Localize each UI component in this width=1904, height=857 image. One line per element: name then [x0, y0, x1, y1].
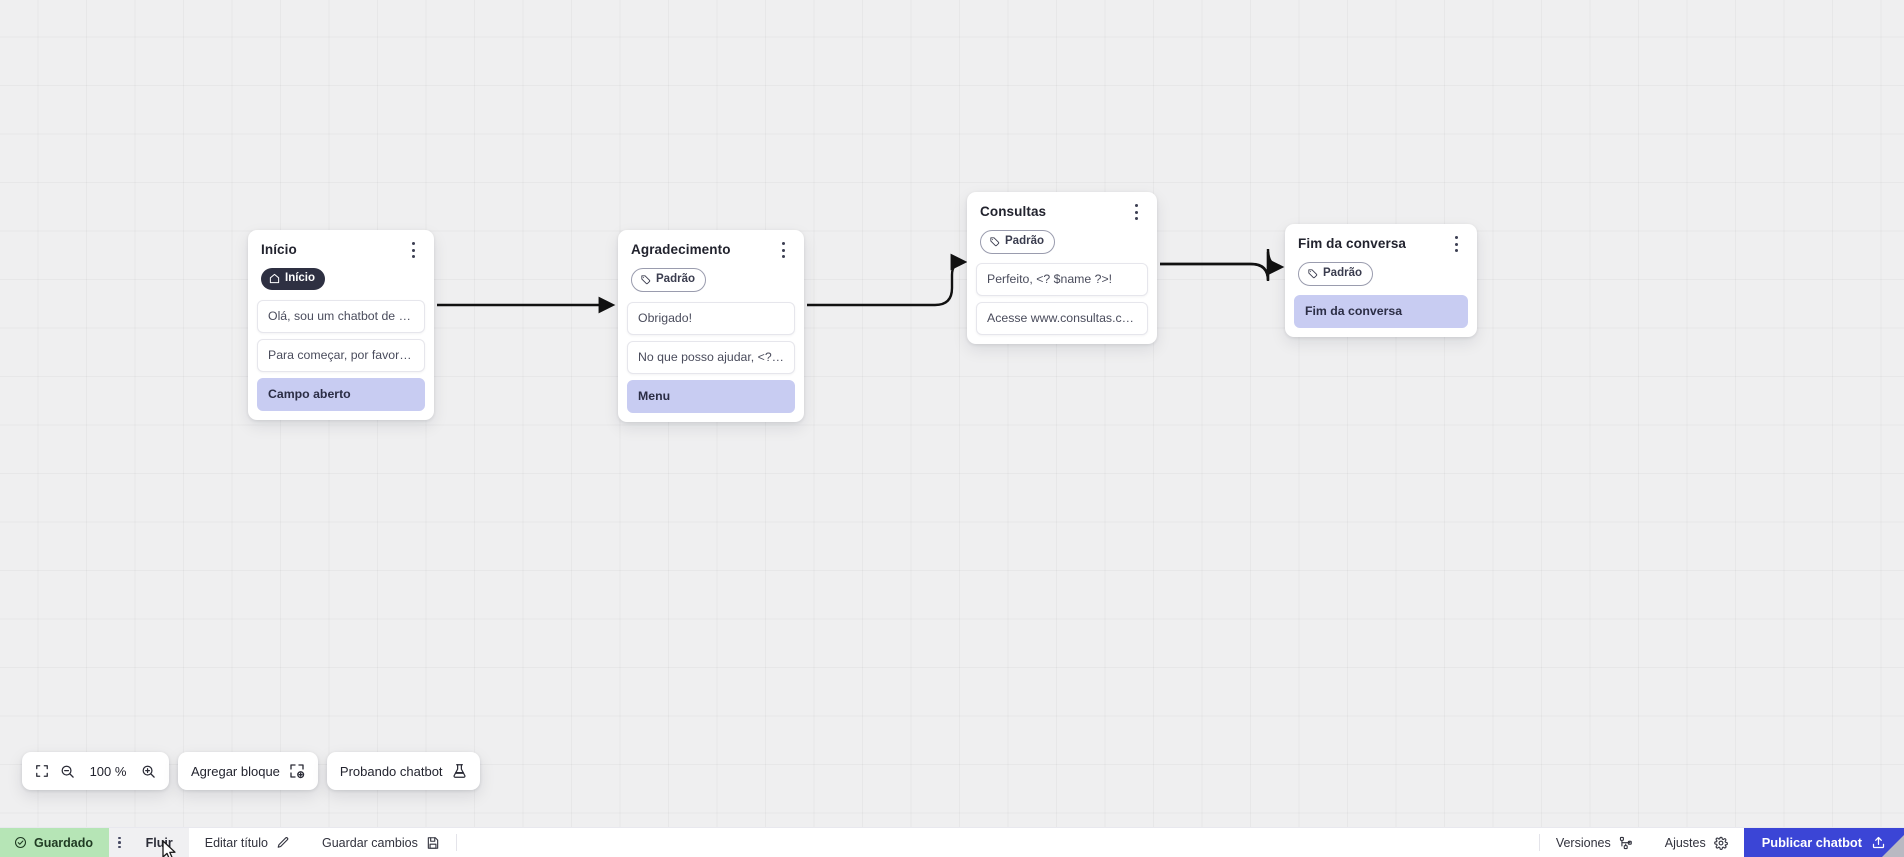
floppy-disk-icon [427, 836, 439, 849]
add-block-icon [290, 764, 305, 779]
node-badge-row: Padrão [627, 259, 795, 292]
node-row-message[interactable]: Obrigado! [627, 301, 795, 335]
edit-title-button[interactable]: Editar título [189, 828, 306, 857]
test-chatbot-group[interactable]: Probando chatbot [326, 752, 480, 790]
node-row-message[interactable]: Acesse www.consultas.com par... [976, 301, 1148, 335]
gear-icon [1713, 836, 1728, 850]
node-rows: Perfeito, <? $name ?>! Acesse www.consul… [976, 262, 1148, 335]
save-changes-button[interactable]: Guardar cambios [306, 828, 456, 857]
node-row-message[interactable]: Para começar, por favor digite o ... [257, 338, 425, 372]
node-row-message[interactable]: Olá, sou um chatbot de teste! [257, 299, 425, 333]
node-badge-label: Padrão [1323, 267, 1362, 279]
save-changes-label: Guardar cambios [321, 835, 418, 850]
check-circle-icon [14, 836, 27, 849]
node-row-message[interactable]: No que posso ajudar, <? $name ... [627, 340, 795, 374]
kebab-menu-icon[interactable] [775, 241, 791, 259]
node-badge-row: Padrão [1294, 253, 1468, 286]
flow-node-agradecimento[interactable]: Agradecimento Padrão Obrigado! No que po… [618, 230, 804, 422]
node-row-action[interactable]: Menu [627, 379, 795, 413]
node-row-action[interactable]: Fim da conversa [1294, 294, 1468, 328]
status-bar: Guardado Fluir Editar título Guardar cam… [0, 827, 1904, 857]
kebab-menu-icon[interactable] [1128, 203, 1144, 221]
status-bar-divider [1538, 834, 1540, 851]
node-badge-row: Início [257, 259, 425, 290]
tab-fluir[interactable]: Fluir [129, 828, 189, 857]
node-badge-row: Padrão [976, 221, 1148, 254]
add-block-group[interactable]: Agregar bloque [178, 752, 318, 790]
flow-node-inicio[interactable]: Início Início Olá, sou um chatbot de tes… [248, 230, 434, 420]
node-title: Início [261, 242, 297, 257]
node-badge-default[interactable]: Padrão [631, 268, 706, 292]
zoom-in-icon[interactable] [141, 764, 156, 779]
canvas-toolbar: 100 % Agregar bloque Probando chatbot [22, 752, 480, 790]
node-header: Início [257, 240, 425, 259]
tag-icon [641, 275, 651, 285]
edge-consultas-fim-base [1160, 248, 1281, 282]
node-header: Consultas [976, 202, 1148, 221]
status-bar-right: Versiones Ajustes Publicar chatbot [1538, 828, 1904, 857]
zoom-level-value: 100 % [89, 763, 127, 779]
upload-icon [1872, 836, 1885, 849]
flow-node-fim-da-conversa[interactable]: Fim da conversa Padrão Fim da conversa [1285, 224, 1477, 337]
kebab-menu-icon[interactable] [1448, 235, 1464, 253]
flask-icon [452, 764, 466, 778]
flow-options-kebab-icon[interactable] [109, 828, 130, 857]
edit-title-label: Editar título [204, 835, 268, 850]
tag-icon [990, 237, 1000, 247]
node-row-action[interactable]: Campo aberto [257, 377, 425, 411]
branch-icon [1619, 836, 1632, 849]
fit-screen-icon[interactable] [35, 764, 49, 778]
status-bar-left: Guardado Fluir Editar título Guardar cam… [0, 828, 457, 857]
versions-label: Versiones [1555, 835, 1611, 850]
node-badge-label: Padrão [1005, 235, 1044, 247]
saved-badge: Guardado [0, 828, 110, 857]
node-rows: Olá, sou um chatbot de teste! Para começ… [257, 299, 425, 411]
node-rows: Obrigado! No que posso ajudar, <? $name … [627, 301, 795, 413]
node-title: Agradecimento [631, 242, 731, 257]
settings-label: Ajustes [1664, 835, 1706, 850]
edge-agradecimento-consultas [807, 253, 968, 307]
home-icon [269, 274, 280, 284]
node-badge-default[interactable]: Padrão [1298, 262, 1373, 286]
pencil-icon [277, 836, 289, 848]
node-badge-default[interactable]: Padrão [980, 230, 1055, 254]
node-header: Fim da conversa [1294, 234, 1468, 253]
zoom-controls-group: 100 % [22, 752, 169, 790]
publish-chatbot-label: Publicar chatbot [1761, 835, 1862, 850]
status-bar-divider [455, 834, 457, 851]
flow-node-consultas[interactable]: Consultas Padrão Perfeito, <? $name ?>! … [967, 192, 1157, 344]
add-block-button[interactable]: Agregar bloque [191, 763, 305, 779]
node-title: Fim da conversa [1298, 236, 1407, 251]
node-title: Consultas [980, 204, 1047, 219]
zoom-out-icon[interactable] [60, 764, 75, 779]
node-row-message[interactable]: Perfeito, <? $name ?>! [976, 262, 1148, 296]
settings-button[interactable]: Ajustes [1649, 828, 1744, 857]
node-badge-label: Padrão [656, 273, 695, 285]
test-chatbot-label: Probando chatbot [339, 763, 443, 779]
publish-chatbot-button[interactable]: Publicar chatbot [1743, 828, 1904, 857]
edge-consultas-fim [1160, 251, 1285, 281]
kebab-menu-icon[interactable] [405, 241, 421, 259]
node-badge-start[interactable]: Início [261, 268, 326, 290]
add-block-label: Agregar bloque [191, 763, 280, 779]
tag-icon [1308, 269, 1318, 279]
node-badge-label: Início [285, 272, 316, 284]
saved-label: Guardado [34, 835, 94, 850]
tab-fluir-label: Fluir [145, 835, 173, 850]
node-rows: Fim da conversa [1294, 294, 1468, 328]
versions-button[interactable]: Versiones [1540, 828, 1649, 857]
test-chatbot-button[interactable]: Probando chatbot [340, 763, 467, 779]
flow-canvas[interactable]: Início Início Olá, sou um chatbot de tes… [0, 0, 1904, 827]
node-header: Agradecimento [627, 240, 795, 259]
